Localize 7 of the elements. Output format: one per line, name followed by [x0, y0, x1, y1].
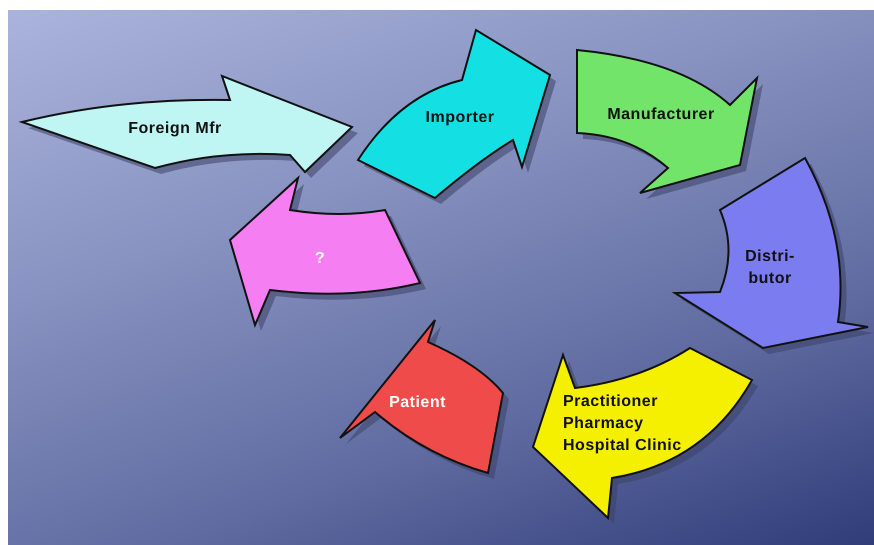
arrow-label: ?: [314, 249, 326, 269]
arrow-label: Importer: [424, 108, 496, 128]
arrow-label: Foreign Mfr: [127, 119, 223, 139]
arrow-label: Distri- butor: [744, 247, 796, 289]
arrow-label: Patient: [388, 393, 447, 413]
arrow-label: Manufacturer: [606, 105, 716, 125]
arrow-label: Practitioner Pharmacy Hospital Clinic: [563, 392, 683, 456]
